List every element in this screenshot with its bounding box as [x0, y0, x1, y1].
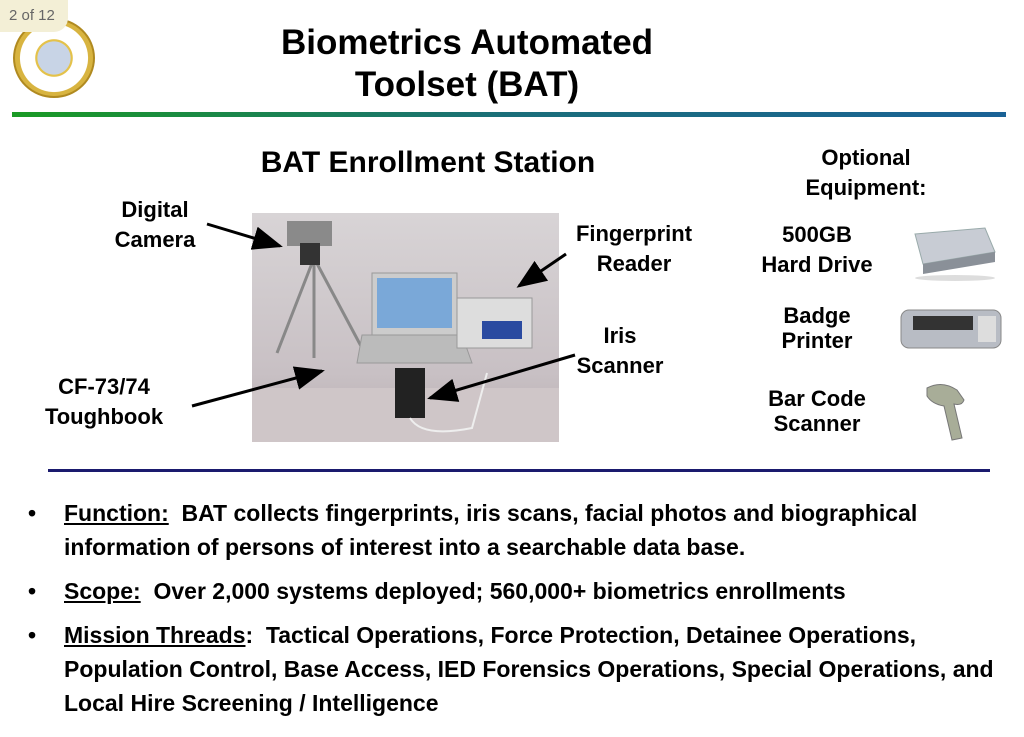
optional-item-barcode-scanner: Bar Code Scanner	[737, 386, 897, 436]
heading-line: Equipment:	[805, 175, 927, 200]
iris-scanner-shape	[395, 368, 425, 418]
label-line: Scanner	[576, 353, 664, 378]
bullet-term: Mission Threads	[64, 622, 246, 648]
hard-drive-image	[914, 227, 996, 281]
bullet-term: Scope:	[64, 578, 141, 604]
label-line: Digital	[121, 197, 189, 222]
optional-item-hard-drive: 500GB Hard Drive	[737, 220, 897, 280]
bullet-term: Function:	[64, 500, 169, 526]
item-line: Badge	[783, 303, 851, 328]
camera-shape	[287, 221, 332, 246]
title-line-2: Toolset (BAT)	[354, 65, 580, 104]
enrollment-station-photo	[252, 213, 559, 442]
label-digital-camera: Digital Camera	[85, 195, 225, 255]
bullet-text: BAT collects fingerprints, iris scans, f…	[64, 500, 924, 560]
label-line: Camera	[114, 227, 196, 252]
station-heading: BAT Enrollment Station	[260, 146, 596, 179]
label-line: Reader	[596, 251, 672, 276]
bullet-text: : Tactical Operations, Force Protection,…	[64, 622, 1000, 716]
label-fingerprint-reader: Fingerprint Reader	[554, 219, 714, 279]
item-line: 500GB	[782, 222, 852, 247]
item-line: Hard Drive	[761, 252, 873, 277]
badge-printer-image	[900, 309, 1002, 349]
bullet-mission-threads: Mission Threads: Tactical Operations, Fo…	[24, 618, 1014, 720]
barcode-scanner-image	[926, 384, 965, 441]
label-toughbook: CF-73/74 Toughbook	[24, 372, 184, 432]
optional-item-badge-printer: Badge Printer	[737, 303, 897, 353]
slide-title: Biometrics Automated Toolset (BAT)	[200, 22, 734, 106]
label-line: CF-73/74	[58, 374, 150, 399]
item-line: Scanner	[773, 411, 861, 436]
label-line: Iris	[603, 323, 637, 348]
bullet-list: Function: BAT collects fingerprints, iri…	[24, 496, 1014, 730]
bullet-text: Over 2,000 systems deployed; 560,000+ bi…	[140, 578, 846, 604]
label-line: Fingerprint	[575, 221, 693, 246]
title-divider	[12, 112, 1006, 117]
item-line: Bar Code	[768, 386, 866, 411]
heading-line: Optional	[821, 145, 911, 170]
bullet-scope: Scope: Over 2,000 systems deployed; 560,…	[24, 574, 1014, 608]
optional-equipment-heading: Optional Equipment:	[776, 143, 956, 203]
page-indicator: 2 of 12	[0, 0, 68, 32]
label-line: Toughbook	[44, 404, 164, 429]
station-photo-drawing	[252, 221, 559, 442]
title-line-1: Biometrics Automated	[280, 23, 654, 62]
label-iris-scanner: Iris Scanner	[560, 321, 680, 381]
laptop-screen	[377, 278, 452, 328]
section-divider	[48, 469, 990, 472]
item-line: Printer	[781, 328, 853, 353]
bullet-function: Function: BAT collects fingerprints, iri…	[24, 496, 1014, 564]
